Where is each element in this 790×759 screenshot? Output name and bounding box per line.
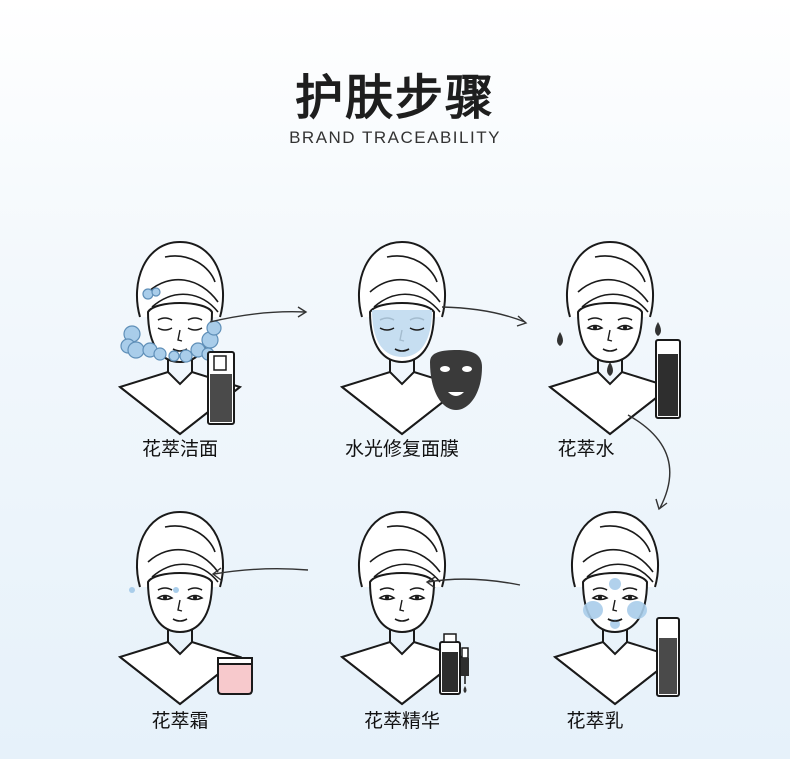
face-mask-icon [430,350,482,410]
woman-face-icon [341,241,482,435]
page-subtitle: BRAND TRACEABILITY [289,128,501,147]
woman-face-icon [119,511,253,705]
drop-icon [557,322,661,376]
woman-face-icon [119,241,241,435]
step-label: 花萃水 [557,438,615,460]
step-serum: 花萃精华 [312,492,512,752]
serum-bottle-icon [439,633,461,695]
step-lotion: 花萃乳 [525,492,725,752]
step-label: 花萃乳 [566,710,624,732]
woman-face-icon [341,511,469,705]
step-mask: 水光修复面膜 [312,222,512,482]
step-label: 花萃精华 [363,710,440,732]
cream-jar-icon [217,657,253,695]
page-title: 护肤步骤 [294,70,495,126]
cleanser-bottle-icon [207,351,235,425]
step-cleanser: 花萃洁面 [90,222,290,482]
woman-face-icon [554,511,680,705]
step-label: 花萃洁面 [141,438,218,460]
woman-face-icon [549,241,681,435]
lotion-bottle-icon [656,617,680,697]
toner-bottle-icon [655,339,681,419]
dropper-icon [461,647,469,693]
foam-icon [120,287,222,363]
step-toner: 花萃水 [520,222,720,482]
step-cream: 花萃霜 [90,492,290,752]
step-label: 花萃霜 [151,710,209,732]
step-label: 水光修复面膜 [344,438,459,460]
